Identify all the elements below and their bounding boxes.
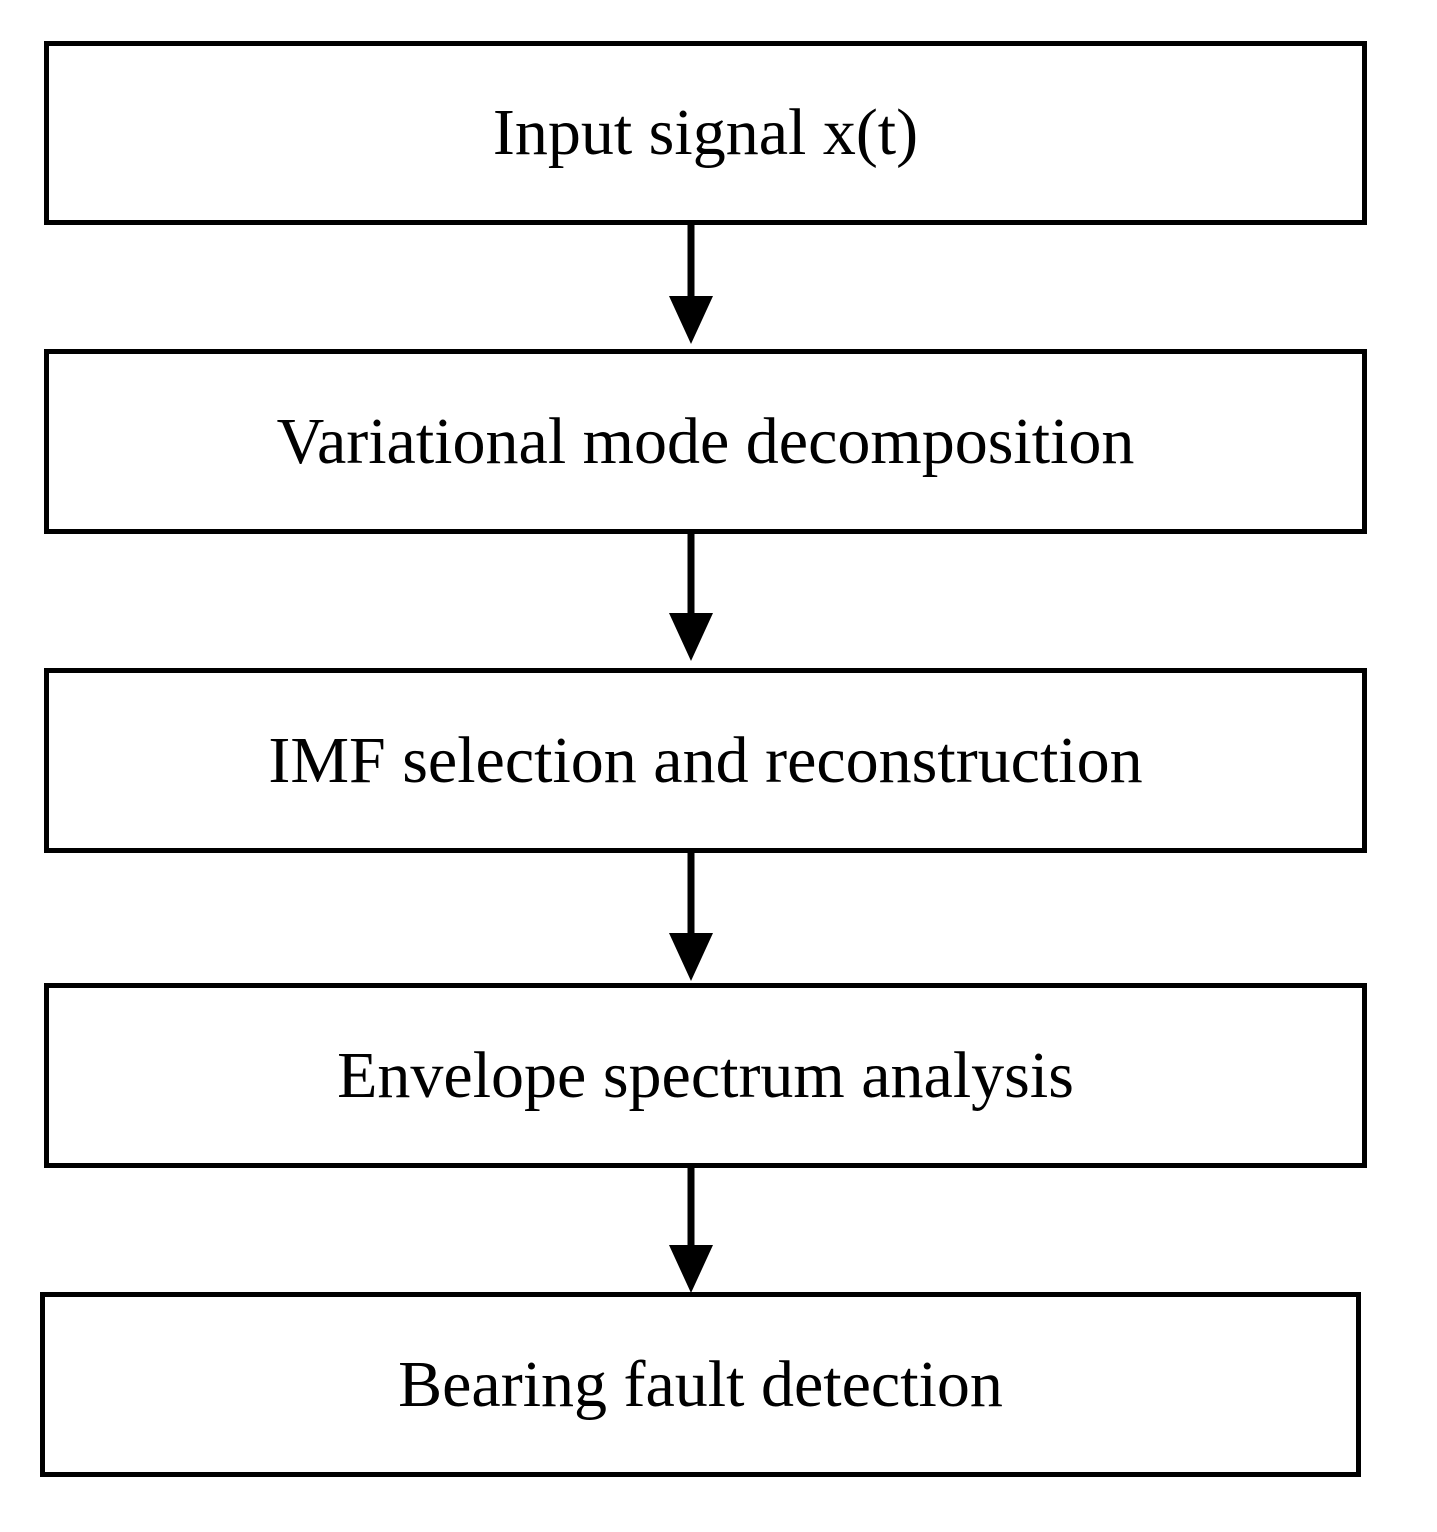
step-input-signal-box: Input signal x(t) xyxy=(44,41,1367,225)
arrow-1-to-2 xyxy=(669,225,713,344)
arrow-2-to-3 xyxy=(669,534,713,661)
step-envelope-spectrum-box: Envelope spectrum analysis xyxy=(44,983,1367,1168)
arrow-4-to-5 xyxy=(669,1168,713,1293)
step-vmd-label: Variational mode decomposition xyxy=(276,404,1135,478)
step-imf-selection-box: IMF selection and reconstruction xyxy=(44,668,1367,853)
step-fault-detection-label: Bearing fault detection xyxy=(398,1347,1003,1421)
step-imf-selection-label: IMF selection and reconstruction xyxy=(268,723,1143,797)
step-input-signal-label: Input signal x(t) xyxy=(492,96,919,169)
step-envelope-spectrum-label: Envelope spectrum analysis xyxy=(337,1038,1074,1112)
step-vmd-box: Variational mode decomposition xyxy=(44,349,1367,534)
step-fault-detection-box: Bearing fault detection xyxy=(40,1292,1361,1477)
arrow-3-to-4 xyxy=(669,853,713,981)
